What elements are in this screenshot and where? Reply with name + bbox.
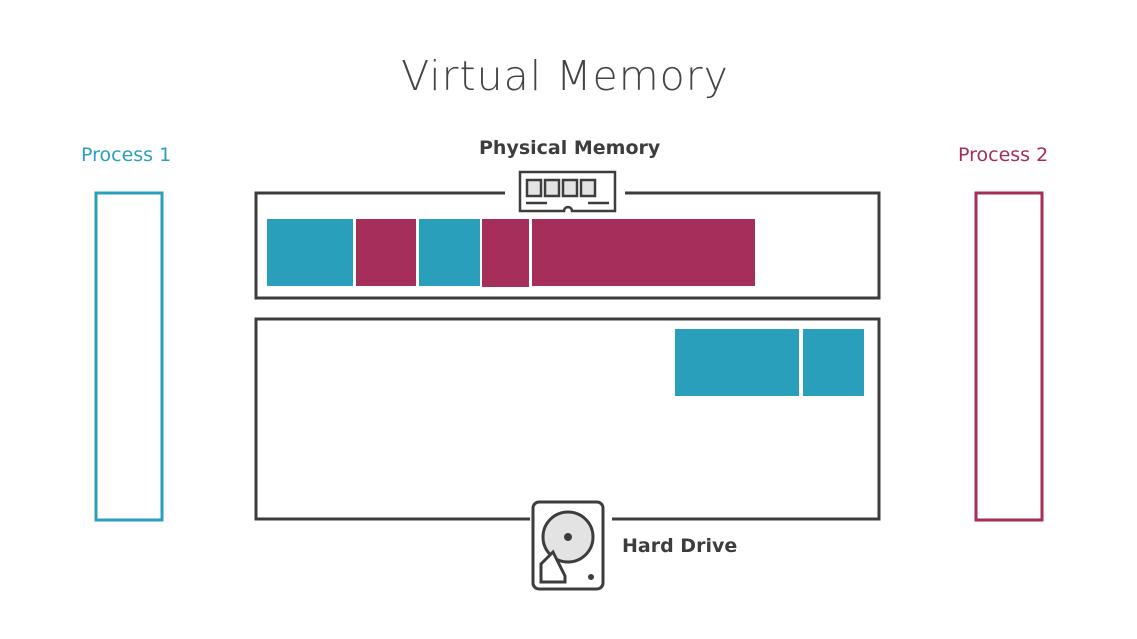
hard-drive-block-process1: [803, 329, 864, 396]
physical-memory-block-process2: [356, 219, 416, 286]
process-1-label: Process 1: [81, 144, 172, 166]
physical-memory-block-process2: [532, 219, 755, 286]
ram-chip-icon: [518, 170, 617, 213]
process-1-box: [94, 191, 164, 522]
physical-memory-block-process1: [267, 219, 353, 286]
physical-memory-block-process2: [482, 219, 529, 287]
physical-memory-block-process1: [419, 219, 480, 286]
hard-drive-box: [254, 317, 881, 521]
physical-memory-label: Physical Memory: [479, 137, 661, 159]
hard-drive-block-process1: [675, 329, 799, 396]
hard-drive-label: Hard Drive: [622, 535, 738, 557]
process-2-box: [974, 191, 1044, 522]
hard-drive-icon: [531, 500, 605, 591]
physical-memory-box: [254, 191, 881, 300]
process-2-label: Process 2: [958, 144, 1049, 166]
diagram-title: Virtual Memory: [401, 52, 729, 100]
